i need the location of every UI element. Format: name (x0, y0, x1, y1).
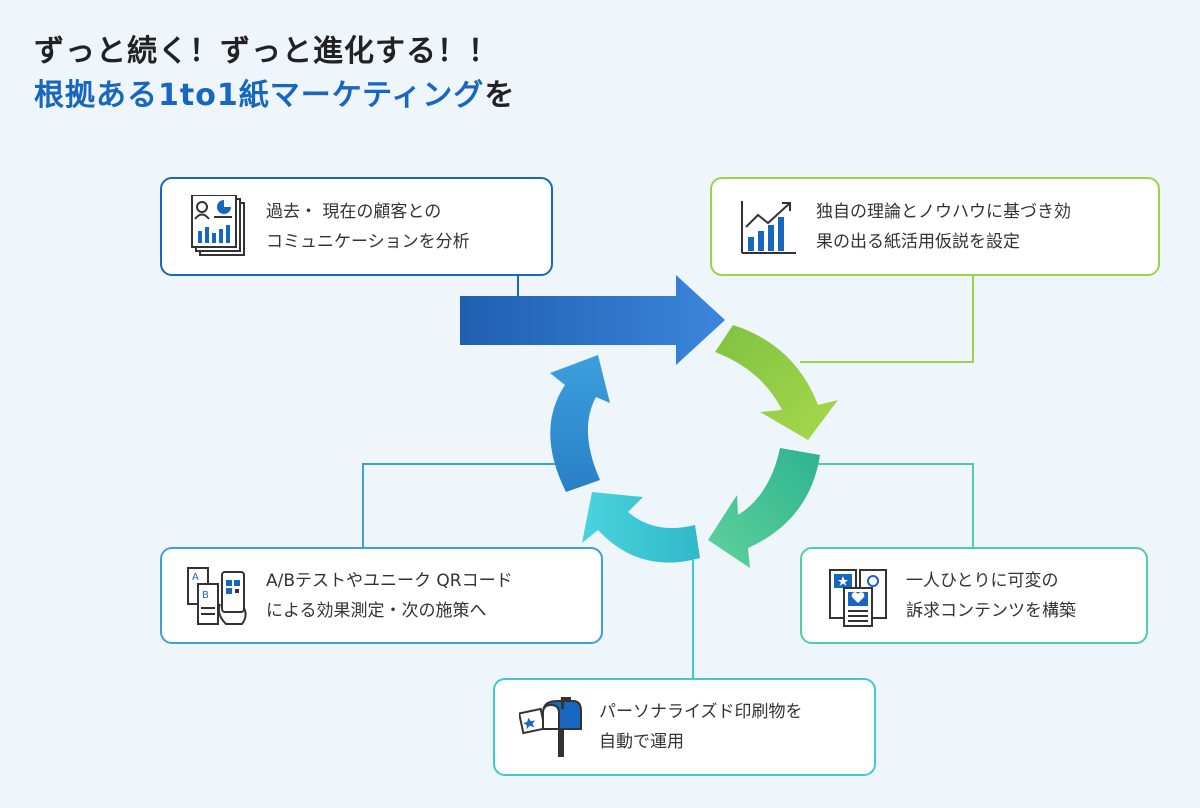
step-line2: 自動で運用 (599, 732, 684, 752)
headline-line1: ずっと続く！ずっと進化する！！ (34, 34, 499, 69)
step-card-print: パーソナライズド印刷物を 自動で運用 (493, 678, 876, 776)
step-line2: 訴求コンテンツを構築 (906, 600, 1076, 621)
connector-step3 (800, 463, 974, 547)
step-line1: A/Bテストやユニーク QRコード (266, 570, 513, 591)
connector-step5 (362, 463, 576, 547)
connector-step2 (800, 276, 974, 363)
cycle-arrow-4 (550, 355, 610, 492)
step-line1: パーソナライズド印刷物を (599, 702, 803, 722)
step-line2: コミュニケーションを分析 (266, 231, 470, 252)
step-card-hypothesis: 独自の理論とノウハウに基づき効 果の出る紙活用仮説を設定 (710, 177, 1160, 276)
personalized-cards-icon (829, 568, 887, 627)
headline: ずっと続く！ずっと進化する！！ 根拠ある1to1紙マーケティングを (34, 30, 515, 118)
step-text: 独自の理論とノウハウに基づき効 果の出る紙活用仮説を設定 (816, 197, 1071, 257)
mailbox-icon (519, 697, 582, 757)
step-text: A/Bテストやユニーク QRコード による効果測定・次の施策へ (266, 566, 513, 626)
step-line1: 一人ひとりに可変の (906, 570, 1059, 591)
headline-line2: 根拠ある1to1紙マーケティングを (34, 74, 515, 118)
step-card-measure: A B A/Bテストやユニーク QRコード による効果測定・次の施策へ (160, 547, 603, 644)
cycle-arrow-1 (715, 325, 838, 440)
step-line1: 独自の理論とノウハウに基づき効 (816, 201, 1071, 222)
connector-lines (362, 276, 974, 678)
ab-test-qr-icon: A B (187, 566, 247, 625)
step-text: 過去・ 現在の顧客との コミュニケーションを分析 (266, 197, 470, 257)
report-chart-icon (191, 194, 245, 256)
headline-tail: を (484, 78, 516, 113)
svg-text:A: A (192, 572, 199, 583)
step-line2: 果の出る紙活用仮説を設定 (816, 231, 1020, 252)
step-card-analyze: 過去・ 現在の顧客との コミュニケーションを分析 (160, 177, 553, 276)
step-line1: 過去・ 現在の顧客との (266, 201, 442, 222)
step-text: 一人ひとりに可変の 訴求コンテンツを構築 (906, 566, 1076, 626)
growth-chart-icon (741, 200, 796, 254)
step-card-content: 一人ひとりに可変の 訴求コンテンツを構築 (800, 547, 1148, 644)
step-line2: による効果測定・次の施策へ (266, 600, 487, 621)
main-arrow (460, 275, 725, 365)
step-text: パーソナライズド印刷物を 自動で運用 (599, 697, 803, 757)
svg-text:B: B (202, 590, 209, 601)
cycle-arrow-3 (582, 492, 700, 563)
cycle-arrow-2 (708, 448, 820, 568)
headline-highlight: 根拠ある1to1紙マーケティング (34, 78, 485, 113)
cycle-arrows (550, 325, 838, 568)
